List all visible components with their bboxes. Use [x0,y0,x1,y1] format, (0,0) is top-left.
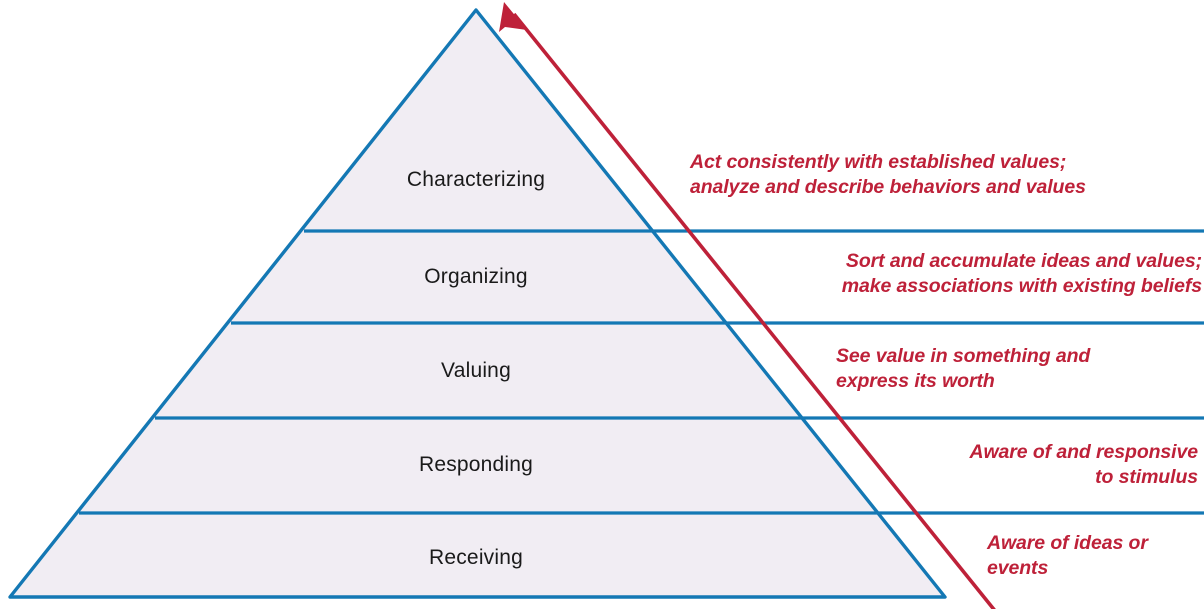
callout-organizing: Sort and accumulate ideas and values; ma… [841,250,1202,297]
level-label-organizing: Organizing [424,265,528,288]
callout-receiving: Aware of ideas or events [987,532,1148,579]
callout-responding: Aware of and responsive to stimulus [969,441,1198,488]
pyramid-outline [8,8,947,599]
callout-characterizing: Act consistently with established values… [690,151,1086,198]
level-label-responding: Responding [418,453,534,476]
level-label-characterizing: Characterizing [406,168,546,191]
pyramid-body [10,10,945,597]
progression-arrow-head [499,2,527,32]
level-label-receiving: Receiving [428,546,524,569]
progression-arrow-shaft [512,12,996,609]
callout-valuing: See value in something and express its w… [836,345,1091,392]
progression-arrow [499,2,996,609]
level-label-valuing: Valuing [441,359,511,382]
